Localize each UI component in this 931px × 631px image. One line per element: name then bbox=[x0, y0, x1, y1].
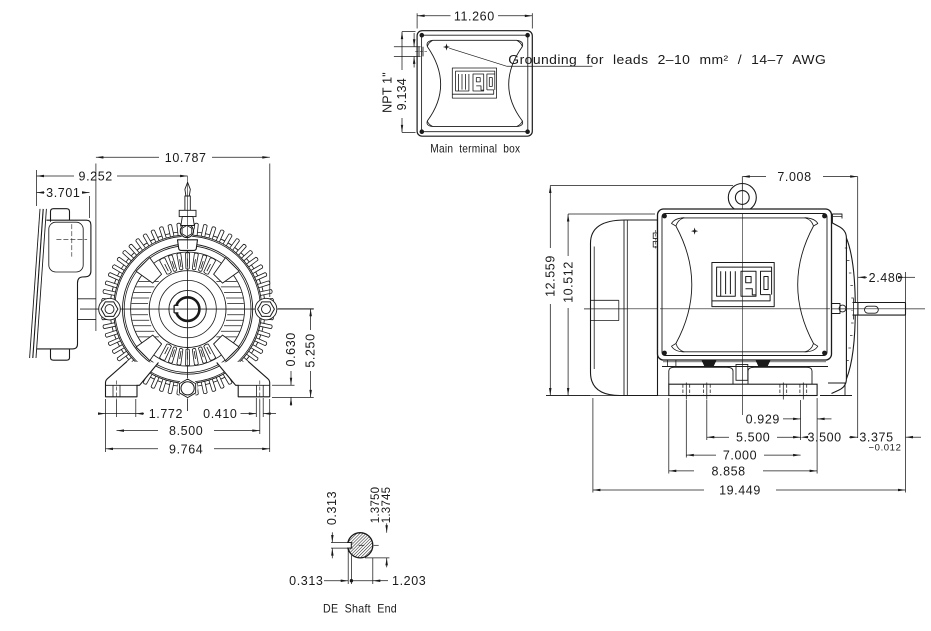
svg-text:0.313: 0.313 bbox=[289, 574, 323, 588]
svg-text:NPT 1": NPT 1" bbox=[381, 72, 395, 113]
svg-text:5.500: 5.500 bbox=[736, 431, 770, 445]
svg-text:0.929: 0.929 bbox=[746, 412, 780, 426]
svg-text:2.480: 2.480 bbox=[869, 271, 903, 285]
svg-text:9.252: 9.252 bbox=[79, 170, 113, 184]
svg-text:7.000: 7.000 bbox=[723, 449, 757, 463]
svg-text:1.772: 1.772 bbox=[149, 407, 183, 421]
svg-text:DE Shaft End: DE Shaft End bbox=[323, 602, 397, 616]
svg-text:10.787: 10.787 bbox=[165, 151, 207, 165]
svg-text:12.559: 12.559 bbox=[544, 255, 558, 297]
svg-text:Grounding for leads 2–10 mm² /: Grounding for leads 2–10 mm² / 14–7 AWG bbox=[508, 52, 826, 67]
svg-text:8.500: 8.500 bbox=[169, 424, 203, 438]
svg-text:0.630: 0.630 bbox=[284, 332, 298, 366]
svg-text:0.410: 0.410 bbox=[203, 407, 237, 421]
svg-text:19.449: 19.449 bbox=[719, 484, 761, 498]
svg-text:1.3745: 1.3745 bbox=[381, 487, 393, 523]
svg-text:5.250: 5.250 bbox=[303, 333, 317, 367]
svg-text:3.701: 3.701 bbox=[46, 186, 80, 200]
svg-text:9.764: 9.764 bbox=[169, 442, 203, 456]
svg-text:0.313: 0.313 bbox=[325, 491, 339, 525]
svg-text:11.260: 11.260 bbox=[454, 9, 495, 23]
svg-text:Main terminal box: Main terminal box bbox=[430, 142, 520, 156]
svg-text:7.008: 7.008 bbox=[777, 170, 811, 184]
svg-text:9.134: 9.134 bbox=[395, 78, 409, 110]
svg-text:8.858: 8.858 bbox=[711, 464, 745, 478]
svg-text:10.512: 10.512 bbox=[561, 261, 575, 303]
svg-text:3.375: 3.375 bbox=[859, 431, 893, 445]
svg-text:1.203: 1.203 bbox=[392, 574, 426, 588]
svg-text:−0.012: −0.012 bbox=[869, 443, 902, 454]
svg-text:1.3750: 1.3750 bbox=[370, 487, 382, 523]
svg-text:3.500: 3.500 bbox=[807, 431, 841, 445]
